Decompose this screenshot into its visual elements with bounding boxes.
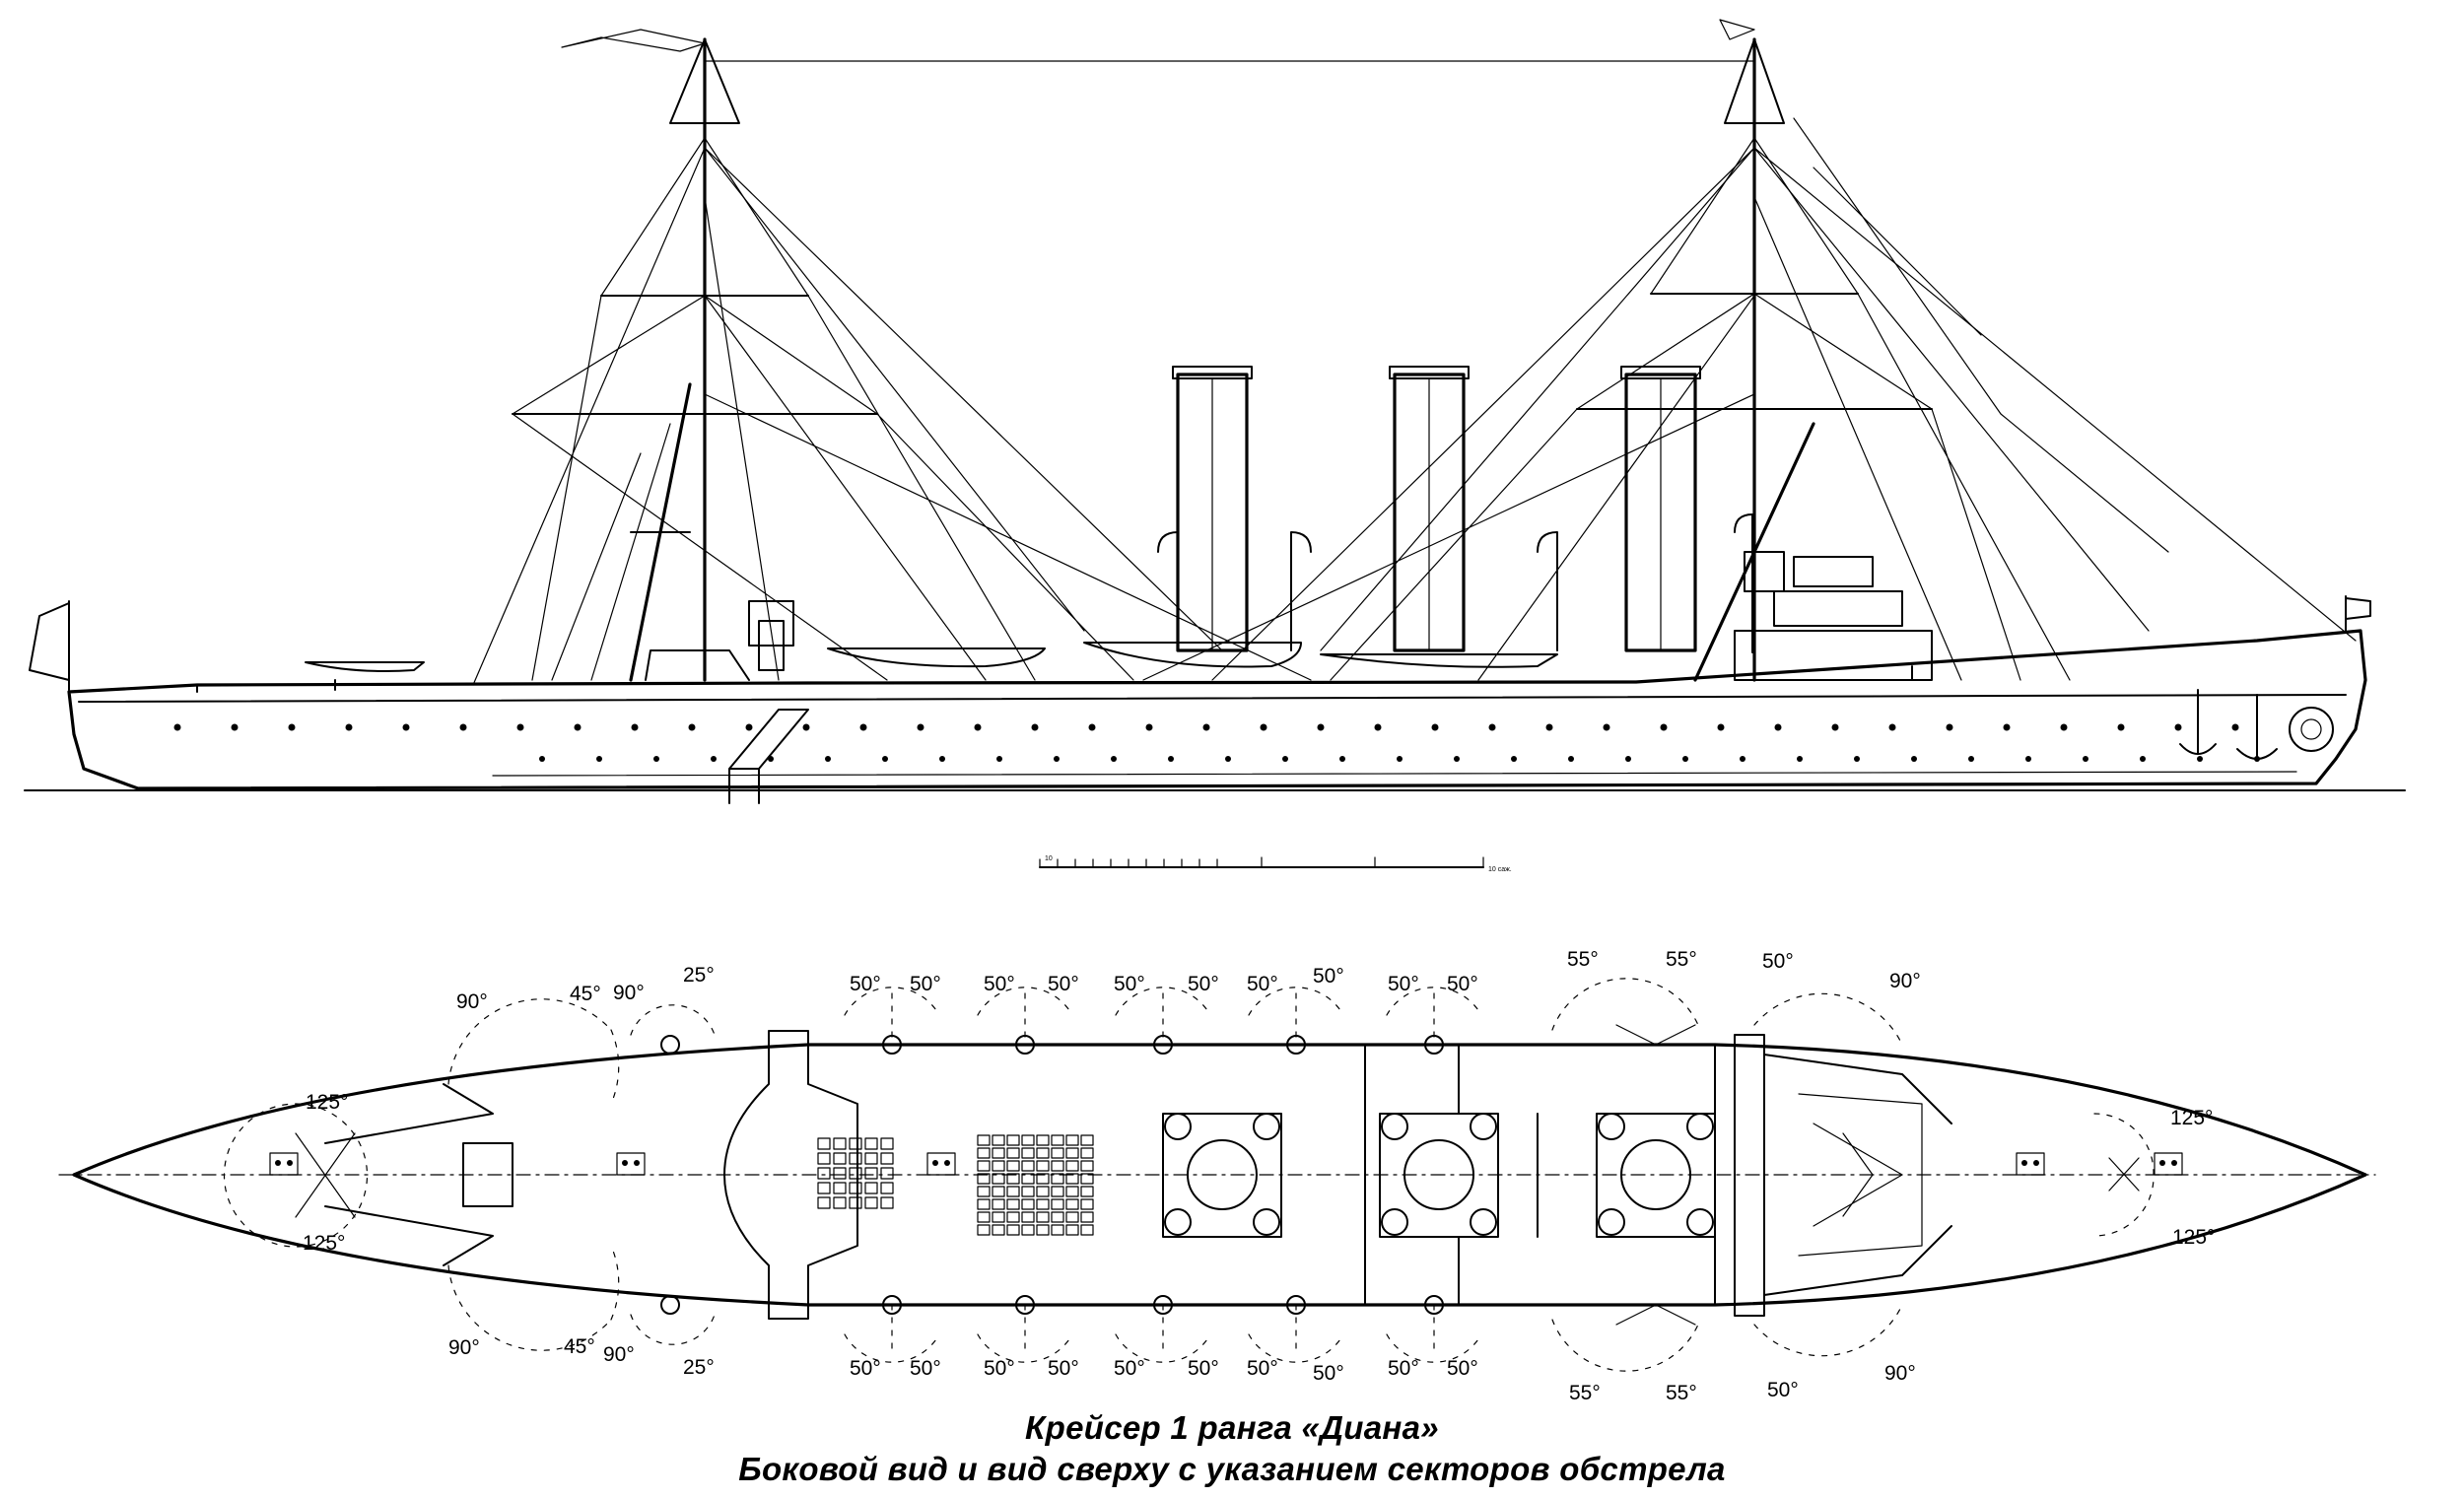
sector-bow-upper-a: 90°: [456, 990, 488, 1013]
sector-mid-lower-4b: 50°: [1313, 1362, 1344, 1385]
side-view: [24, 19, 2406, 804]
sector-mid-lower-4a: 50°: [1247, 1357, 1278, 1380]
accommodation-ladder: [728, 709, 809, 804]
sector-mid-lower-2a: 50°: [984, 1357, 1015, 1380]
sector-mid-lower-3a: 50°: [1114, 1357, 1145, 1380]
sector-bow-front-lower: 125°: [303, 1232, 345, 1255]
scale-bar: 10 10 саж.: [1039, 855, 1512, 873]
mid-sector-arcs: [844, 987, 1482, 1363]
armor-line: [492, 771, 2297, 777]
bow-break: [324, 1083, 494, 1266]
sector-mid-upper-2b: 50°: [1048, 973, 1079, 995]
stern-flag: [29, 600, 70, 691]
sector-bow-upper-c: 90°: [613, 982, 645, 1004]
sector-labels: 90° 45° 90° 25° 125° 125° 90° 45° 90° 25…: [303, 948, 2215, 1404]
sector-mid-lower-2b: 50°: [1048, 1357, 1079, 1380]
scale-label-start: 10: [1045, 855, 1053, 862]
sector-bow-lower-a: 90°: [448, 1336, 480, 1359]
deck-fittings: [269, 1035, 2183, 1315]
fore-mast: [512, 37, 878, 682]
sector-mid-upper-4a: 50°: [1247, 973, 1278, 995]
drawing-title: Крейсер 1 ранга «Диана»: [1025, 1409, 1439, 1446]
sector-bow-lower-c: 90°: [603, 1343, 635, 1366]
hull-outline: [67, 629, 2367, 790]
funnel-plan-middle: [1379, 1113, 1499, 1238]
sector-mid-lower-5a: 50°: [1388, 1357, 1419, 1380]
anchors: [2179, 689, 2334, 760]
sector-bow-lower-d: 25°: [683, 1356, 715, 1379]
boat-3: [1320, 653, 1558, 668]
sector-mid-lower-5b: 50°: [1447, 1357, 1478, 1380]
sector-mid-upper-3b: 50°: [1188, 973, 1219, 995]
main-mast: [1576, 37, 1933, 682]
sector-aft-upper-a: 55°: [1567, 948, 1599, 971]
boat-4: [305, 661, 425, 672]
funnel-middle: [1389, 366, 1470, 652]
conning-tower-plan: [462, 1142, 513, 1207]
ventilator-cowls: [1164, 1113, 1714, 1236]
sector-bow-front-upper: 125°: [306, 1091, 348, 1114]
fore-pennant: [561, 29, 706, 52]
sector-bow-lower-b: 45°: [564, 1335, 595, 1358]
sector-aft-upper-b: 55°: [1666, 948, 1697, 971]
hatch-grid-fore: [817, 1137, 894, 1209]
main-pennant: [1719, 19, 1755, 40]
fore-bridge: [645, 600, 794, 681]
sector-bow-upper-b: 45°: [570, 983, 601, 1005]
top-view: [58, 978, 2376, 1372]
sector-mid-upper-1b: 50°: [910, 973, 941, 995]
scale-label-end: 10 саж.: [1488, 866, 1512, 873]
sector-mid-upper-5b: 50°: [1447, 973, 1478, 995]
sector-aft-upper-c: 50°: [1762, 950, 1794, 973]
sector-bow-upper-d: 25°: [683, 964, 715, 987]
fore-bridge-plan: [723, 1030, 858, 1320]
boat-deck-plan: [1364, 1044, 1716, 1306]
forecastle-step: [196, 665, 1913, 693]
boat-2: [1083, 642, 1302, 668]
bow-jack: [2345, 595, 2371, 632]
firing-sector-arcs: [223, 978, 2155, 1372]
aft-bridge: [1734, 551, 1933, 681]
stern-hatch: [1734, 1034, 1765, 1317]
hatch-grid-main: [977, 1134, 1094, 1236]
sector-mid-upper-1a: 50°: [850, 973, 881, 995]
funnel-fore: [1172, 366, 1253, 652]
stern-break: [1763, 1054, 1952, 1296]
sector-mid-upper-5a: 50°: [1388, 973, 1419, 995]
sector-mid-upper-3a: 50°: [1114, 973, 1145, 995]
sector-stern-upper: 125°: [2170, 1107, 2213, 1129]
sector-aft-lower-b: 55°: [1666, 1382, 1697, 1404]
sector-mid-lower-3b: 50°: [1188, 1357, 1219, 1380]
drawing-subtitle: Боковой вид и вид сверху с указанием сек…: [738, 1451, 1726, 1487]
sector-aft-lower-c: 50°: [1767, 1379, 1799, 1401]
deck-line: [78, 694, 2347, 703]
sector-aft-lower-a: 55°: [1569, 1382, 1601, 1404]
rigging: [472, 117, 2357, 686]
sector-aft-upper-d: 90°: [1889, 970, 1921, 992]
ventilators: [1157, 513, 1753, 653]
sector-mid-upper-2a: 50°: [984, 973, 1015, 995]
sector-rays: [295, 1024, 2140, 1326]
portholes: [173, 723, 2260, 762]
sector-stern-lower: 125°: [2172, 1226, 2215, 1249]
sector-aft-lower-d: 90°: [1884, 1362, 1916, 1385]
funnel-aft: [1620, 366, 1701, 652]
sector-mid-lower-1b: 50°: [910, 1357, 941, 1380]
funnel-plan-fore: [1162, 1113, 1282, 1238]
sector-mid-upper-4b: 50°: [1313, 965, 1344, 988]
boat-1: [827, 647, 1046, 668]
sector-mid-lower-1a: 50°: [850, 1357, 881, 1380]
stern-deck-detail: [1798, 1093, 1923, 1257]
